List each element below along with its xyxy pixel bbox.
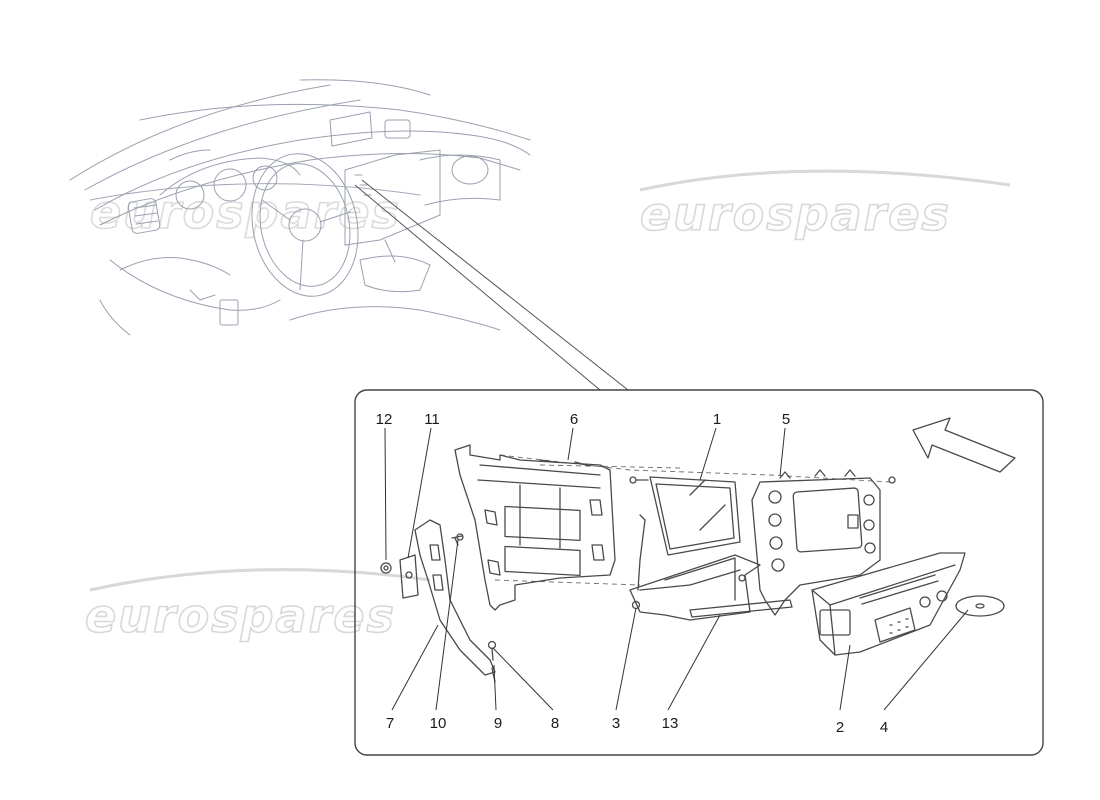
part-12-nut <box>380 562 392 574</box>
assembly-guide-lines <box>494 454 891 586</box>
callout-5: 5 <box>782 411 790 428</box>
direction-arrow <box>912 417 1016 473</box>
callout-12: 12 <box>376 411 393 428</box>
detail-frame <box>354 389 1044 756</box>
callout-7: 7 <box>386 715 394 732</box>
callout-labels: 12 11 6 1 5 7 10 9 8 3 13 2 4 <box>376 411 889 736</box>
part-1-display <box>629 476 741 556</box>
callout-4: 4 <box>880 719 888 736</box>
callout-9: 9 <box>494 715 502 732</box>
callout-6: 6 <box>570 411 578 428</box>
callout-1: 1 <box>713 411 721 428</box>
watermark-top-left: eurospares <box>89 183 421 240</box>
part-3-cradle <box>629 514 761 621</box>
part-13-strip <box>689 599 793 618</box>
part-8-screw <box>487 640 497 661</box>
watermark-bottom: eurospares <box>84 568 431 644</box>
part-2-head-unit <box>811 552 966 656</box>
part-4-disc <box>955 595 1005 617</box>
callout-2: 2 <box>836 719 844 736</box>
callout-8: 8 <box>551 715 559 732</box>
dashboard-overview-sketch <box>69 79 531 336</box>
callout-10: 10 <box>430 715 447 732</box>
part-7-bracket <box>399 519 496 676</box>
watermark-top-right: eurospares <box>639 169 1011 242</box>
callout-3: 3 <box>612 715 620 732</box>
svg-text:eurospares: eurospares <box>90 185 401 239</box>
callout-leaders <box>384 427 969 711</box>
svg-text:eurospares: eurospares <box>85 589 396 643</box>
detail-leader-lines <box>354 179 629 391</box>
svg-text:eurospares: eurospares <box>640 187 951 241</box>
callout-11: 11 <box>424 411 440 428</box>
callout-13: 13 <box>662 715 679 732</box>
part-5-bezel <box>751 469 896 616</box>
part-6-mounting-frame <box>454 444 616 611</box>
